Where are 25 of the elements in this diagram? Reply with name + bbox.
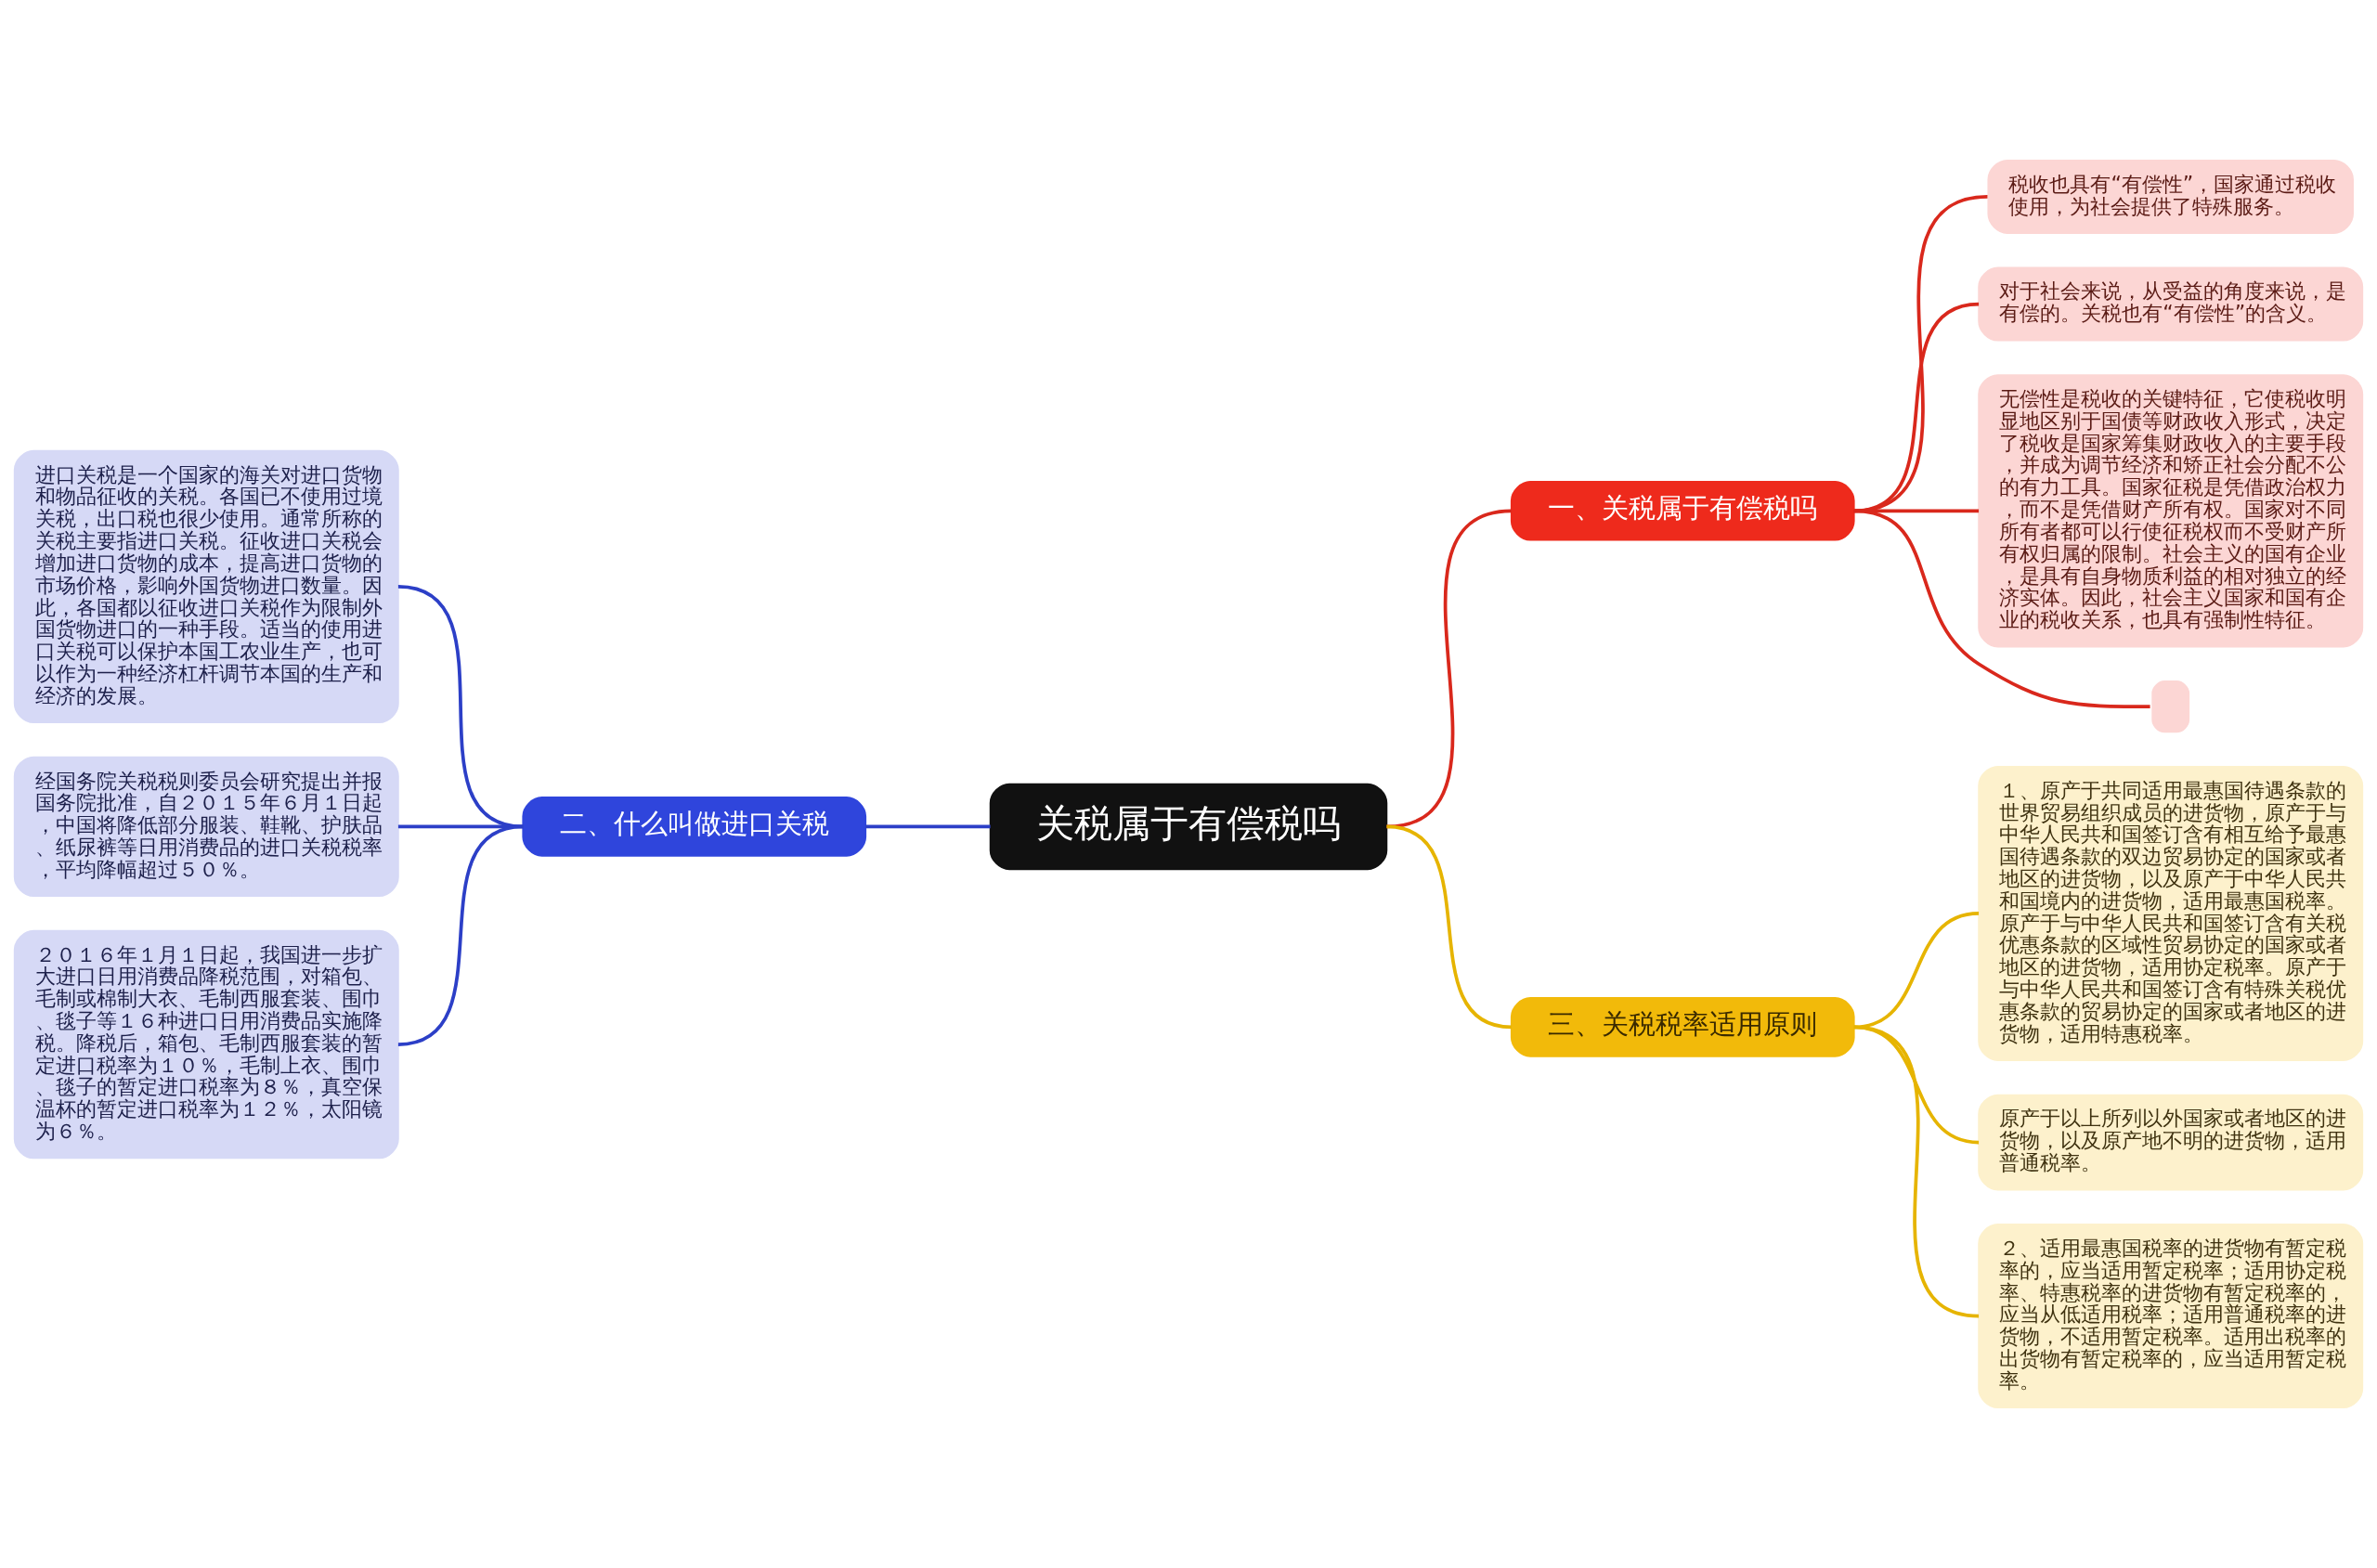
node-box: 关税属于有偿税吗 bbox=[989, 783, 1388, 871]
connector bbox=[397, 585, 524, 829]
node-box: 三、关税税率适用原则 bbox=[1510, 997, 1855, 1057]
node-box: ２、适用最惠国税率的进货物有暂定税率的，应当适用暂定税率；适用协定税率、特惠税率的进货物有暂定税率的，应当从低适用税率；适用普通税率的进货物，不适用暂定税率。适用出税率的出货物有暂定税率的，应当适用暂定税率。 bbox=[1978, 1224, 2364, 1409]
node-box: ２０１６年１月１日起，我国进一步扩大进口日用消费品降税范围，对箱包、毛制或棉制大衣、毛制西服套装、围巾、毯子等１６种进口日用消费品实施降税。降税后，箱包、毛制西服套装的暂定进口税率为１０％，毛制上衣、围巾、毯子的暂定进口税率为８％，真空保温杯的暂定进口税率为１２％，太阳镜为６％。 bbox=[13, 929, 399, 1160]
connector bbox=[865, 824, 991, 829]
node-box: 税收也具有“有偿性”，国家通过税收使用，为社会提供了特殊服务。 bbox=[1987, 159, 2354, 234]
connector bbox=[1853, 509, 2150, 709]
connector bbox=[1386, 509, 1513, 829]
node-box bbox=[2151, 680, 2190, 733]
node-box: 对于社会来说，从受益的角度来说，是有偿的。关税也有“有偿性”的含义。 bbox=[1978, 266, 2364, 342]
node-box: 原产于以上所列以外国家或者地区的进货物，以及原产地不明的进货物，适用普通税率。 bbox=[1978, 1094, 2364, 1191]
connector bbox=[1853, 302, 1980, 513]
connector bbox=[1853, 509, 1980, 513]
node-box: 经国务院关税税则委员会研究提出并报国务院批准，自２０１５年６月１日起，中国将降低部分服装、鞋靴、护肤品、纸尿裤等日用消费品的进口关税税率，平均降幅超过５０％。 bbox=[13, 756, 399, 898]
connector bbox=[1386, 824, 1513, 1030]
node-box: 无偿性是税收的关键特征，它使税收明显地区别于国债等财政收入形式，决定了税收是国家筹集财政收入的主要手段，并成为调节经济和矫正社会分配不公的有力工具。国家征税是凭借政治权力，而不是凭借财产所有权。国家对不同所有者都可以行使征税权而不受财产所有权归属的限制。社会主义的国有企业，是具有自身物质利益的相对独立的经济实体。因此，社会主义国家和国有企业的税收关系，也具有强制性特征。 bbox=[1978, 374, 2364, 648]
node-box: 二、什么叫做进口关税 bbox=[522, 797, 867, 857]
connector bbox=[1853, 195, 1988, 513]
node-box: 一、关税属于有偿税吗 bbox=[1510, 481, 1855, 541]
connector bbox=[1853, 1025, 1980, 1318]
connector bbox=[397, 824, 524, 1046]
node-box: １、原产于共同适用最惠国待遇条款的世界贸易组织成员的进货物，原产于与中华人民共和国签订含有相互给予最惠国待遇条款的双边贸易协定的国家或者地区的进货物，以及原产于中华人民共和国境内的进货物，适用最惠国税率。原产于与中华人民共和国签订含有关税优惠条款的区域性贸易协定的国家或者地区的进货物，适用协定税率。原产于与中华人民共和国签订含有特殊关税优惠条款的贸易协定的国家或者地区的进货物，适用特惠税率。 bbox=[1978, 765, 2364, 1061]
connector bbox=[1853, 912, 1980, 1030]
node-box: 进口关税是一个国家的海关对进口货物和物品征收的关税。各国已不使用过境关税，出口税也很少使用。通常所称的关税主要指进口关税。征收进口关税会增加进口货物的成本，提高进口货物的市场价格，影响外国货物进口数量。因此，各国都以征收进口关税作为限制外国货物进口的一种手段。适当的使用进口关税可以保护本国工农业生产，也可以作为一种经济杠杆调节本国的生产和经济的发展。 bbox=[13, 449, 399, 724]
